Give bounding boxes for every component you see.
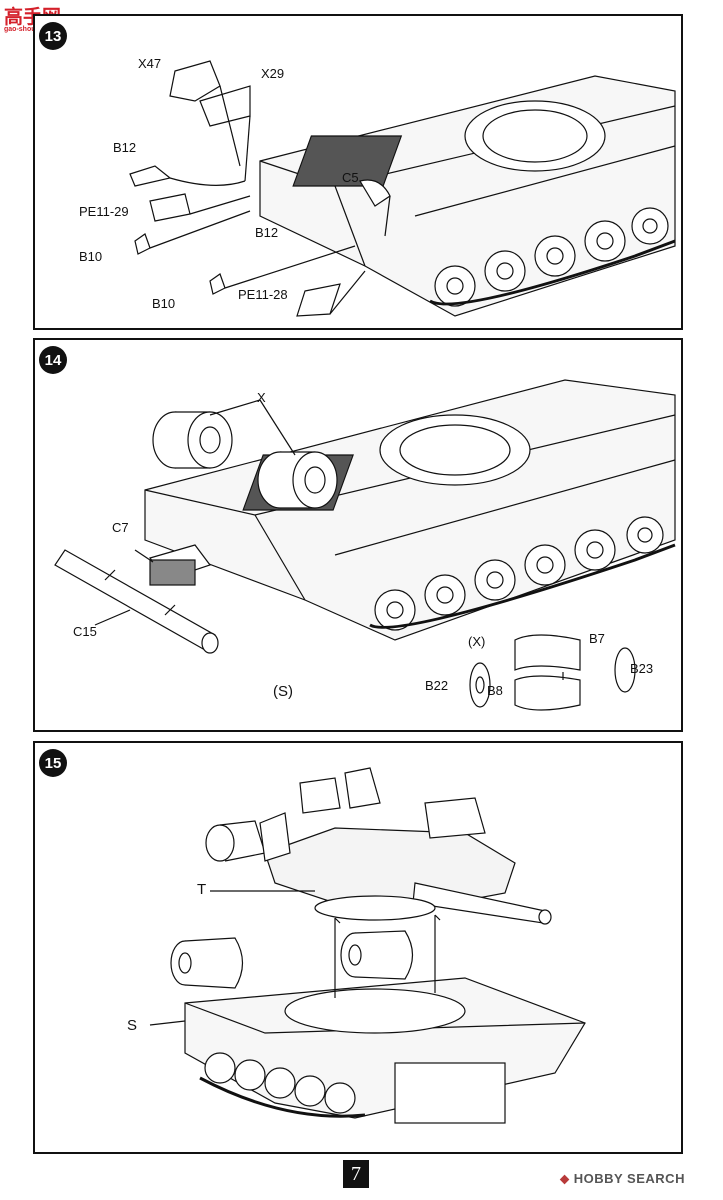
label-x47: X47: [138, 56, 161, 71]
label-c5: C5: [342, 170, 359, 185]
label-x-paren: (X): [468, 634, 485, 649]
label-b10-a: B10: [79, 249, 102, 264]
step-15-badge: 15: [39, 749, 67, 777]
page-number: 7: [343, 1160, 369, 1188]
label-b10-b: B10: [152, 296, 175, 311]
step-14-illustration: X C7 C15 (X) B7 B22 B8 B23 (S): [54, 379, 676, 711]
label-b22: B22: [425, 678, 448, 693]
label-x: X: [257, 390, 266, 405]
label-c15: C15: [73, 624, 97, 639]
step-14-badge: 14: [39, 346, 67, 374]
label-pe11-29: PE11-29: [79, 204, 129, 219]
hobby-search-logo: ⬥ HOBBY SEARCH: [560, 1171, 685, 1187]
label-b12-a: B12: [113, 140, 136, 155]
step-15-illustration: T S: [127, 767, 586, 1124]
step-13-panel: 13: [33, 14, 683, 330]
label-b12-b: B12: [255, 225, 278, 240]
step-14-panel: 14: [33, 338, 683, 732]
step-13-badge: 13: [39, 22, 67, 50]
label-s: (S): [273, 683, 293, 700]
label-b7: B7: [589, 631, 605, 646]
hobby-search-text: HOBBY SEARCH: [573, 1171, 685, 1186]
label-b8: B8: [487, 683, 503, 698]
label-t: T: [197, 881, 206, 898]
label-x29: X29: [261, 66, 284, 81]
label-s-hull: S: [127, 1017, 137, 1034]
label-b23: B23: [630, 661, 653, 676]
hobby-search-icon: ⬥: [560, 1171, 570, 1186]
step-15-panel: 15: [33, 741, 683, 1154]
label-c7: C7: [112, 520, 129, 535]
watermark-sub: gao-shou.com: [4, 26, 52, 33]
label-pe11-28: PE11-28: [238, 287, 288, 302]
step-13-illustration: X47 X29 B12 C5 PE11-29 B10 B12 B10 PE11-…: [79, 56, 676, 317]
